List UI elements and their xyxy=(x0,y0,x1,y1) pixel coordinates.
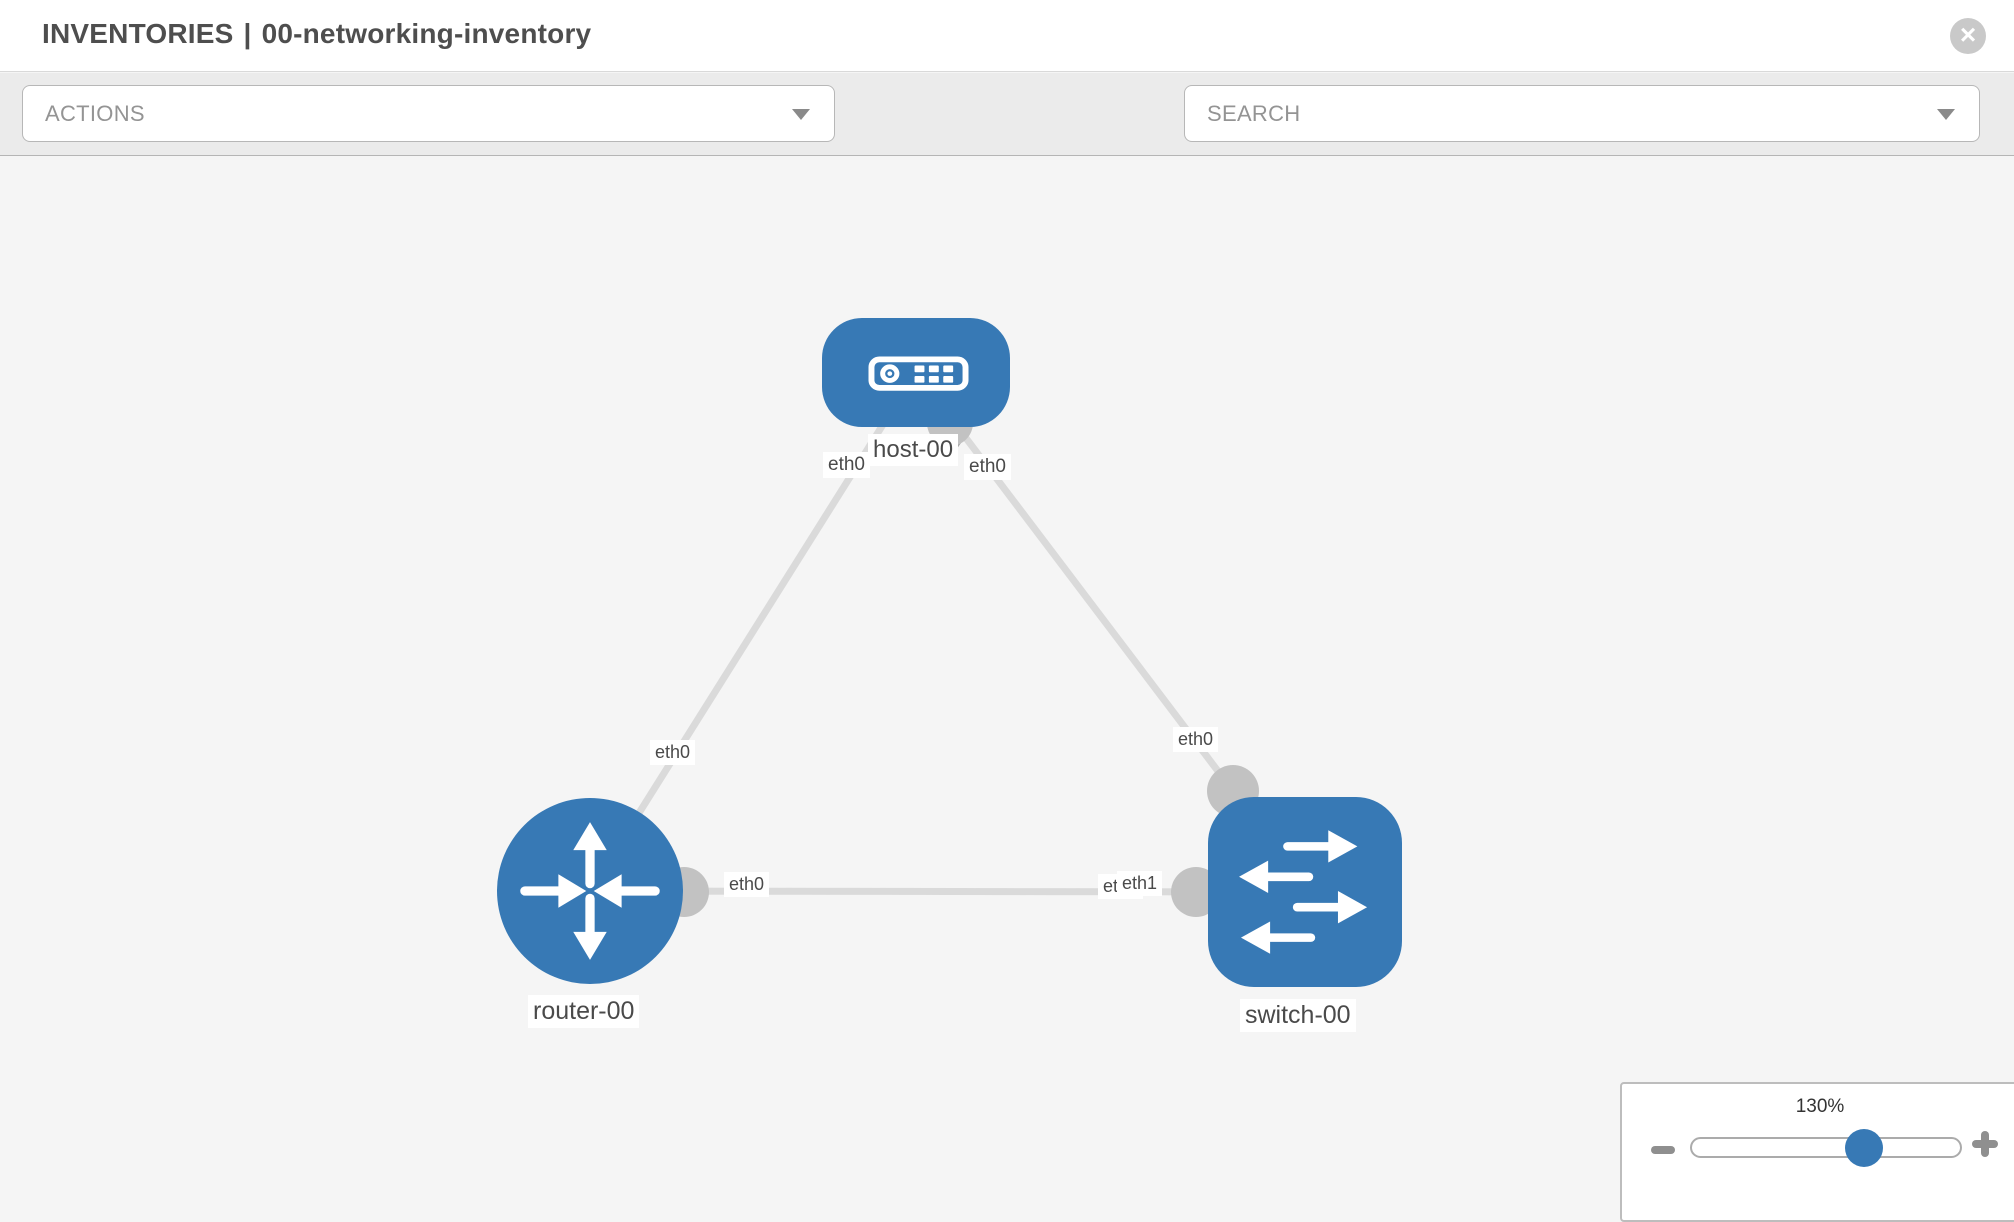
zoom-panel: 130% xyxy=(1620,1082,2014,1222)
router-00-node[interactable] xyxy=(497,798,683,984)
zoom-slider-handle[interactable] xyxy=(1845,1129,1883,1167)
actions-dropdown[interactable]: ACTIONS xyxy=(22,85,835,142)
router-icon xyxy=(520,822,660,960)
zoom-value: 130% xyxy=(1795,1096,1845,1117)
zoom-out-button[interactable] xyxy=(1650,1137,1676,1163)
close-icon: × xyxy=(1959,18,1977,50)
switch-icon xyxy=(1239,830,1368,954)
toolbar: ACTIONS SEARCH xyxy=(0,73,2014,202)
title-bar: INVENTORIES | 00-networking-inventory × xyxy=(0,0,2014,72)
page-title-separator: | xyxy=(243,18,252,49)
close-button[interactable]: × xyxy=(1950,18,1986,54)
zoom-in-button[interactable] xyxy=(1972,1131,1998,1157)
link-host-00-switch-00[interactable] xyxy=(913,369,1236,794)
zoom-slider-track[interactable] xyxy=(1690,1129,1962,1167)
search-dropdown-label: SEARCH xyxy=(1207,100,1301,126)
search-dropdown[interactable]: SEARCH xyxy=(1184,85,1980,142)
page-title-inventory-name: 00-networking-inventory xyxy=(261,18,592,49)
host-icon xyxy=(868,356,969,391)
page-title: INVENTORIES | 00-networking-inventory xyxy=(42,18,591,50)
actions-dropdown-label: ACTIONS xyxy=(45,100,145,126)
host-00-node[interactable] xyxy=(822,318,1010,427)
switch-00-node[interactable] xyxy=(1208,797,1402,987)
chevron-down-icon xyxy=(792,108,810,120)
chevron-down-icon xyxy=(1937,108,1955,120)
page-title-section: INVENTORIES xyxy=(42,18,234,49)
